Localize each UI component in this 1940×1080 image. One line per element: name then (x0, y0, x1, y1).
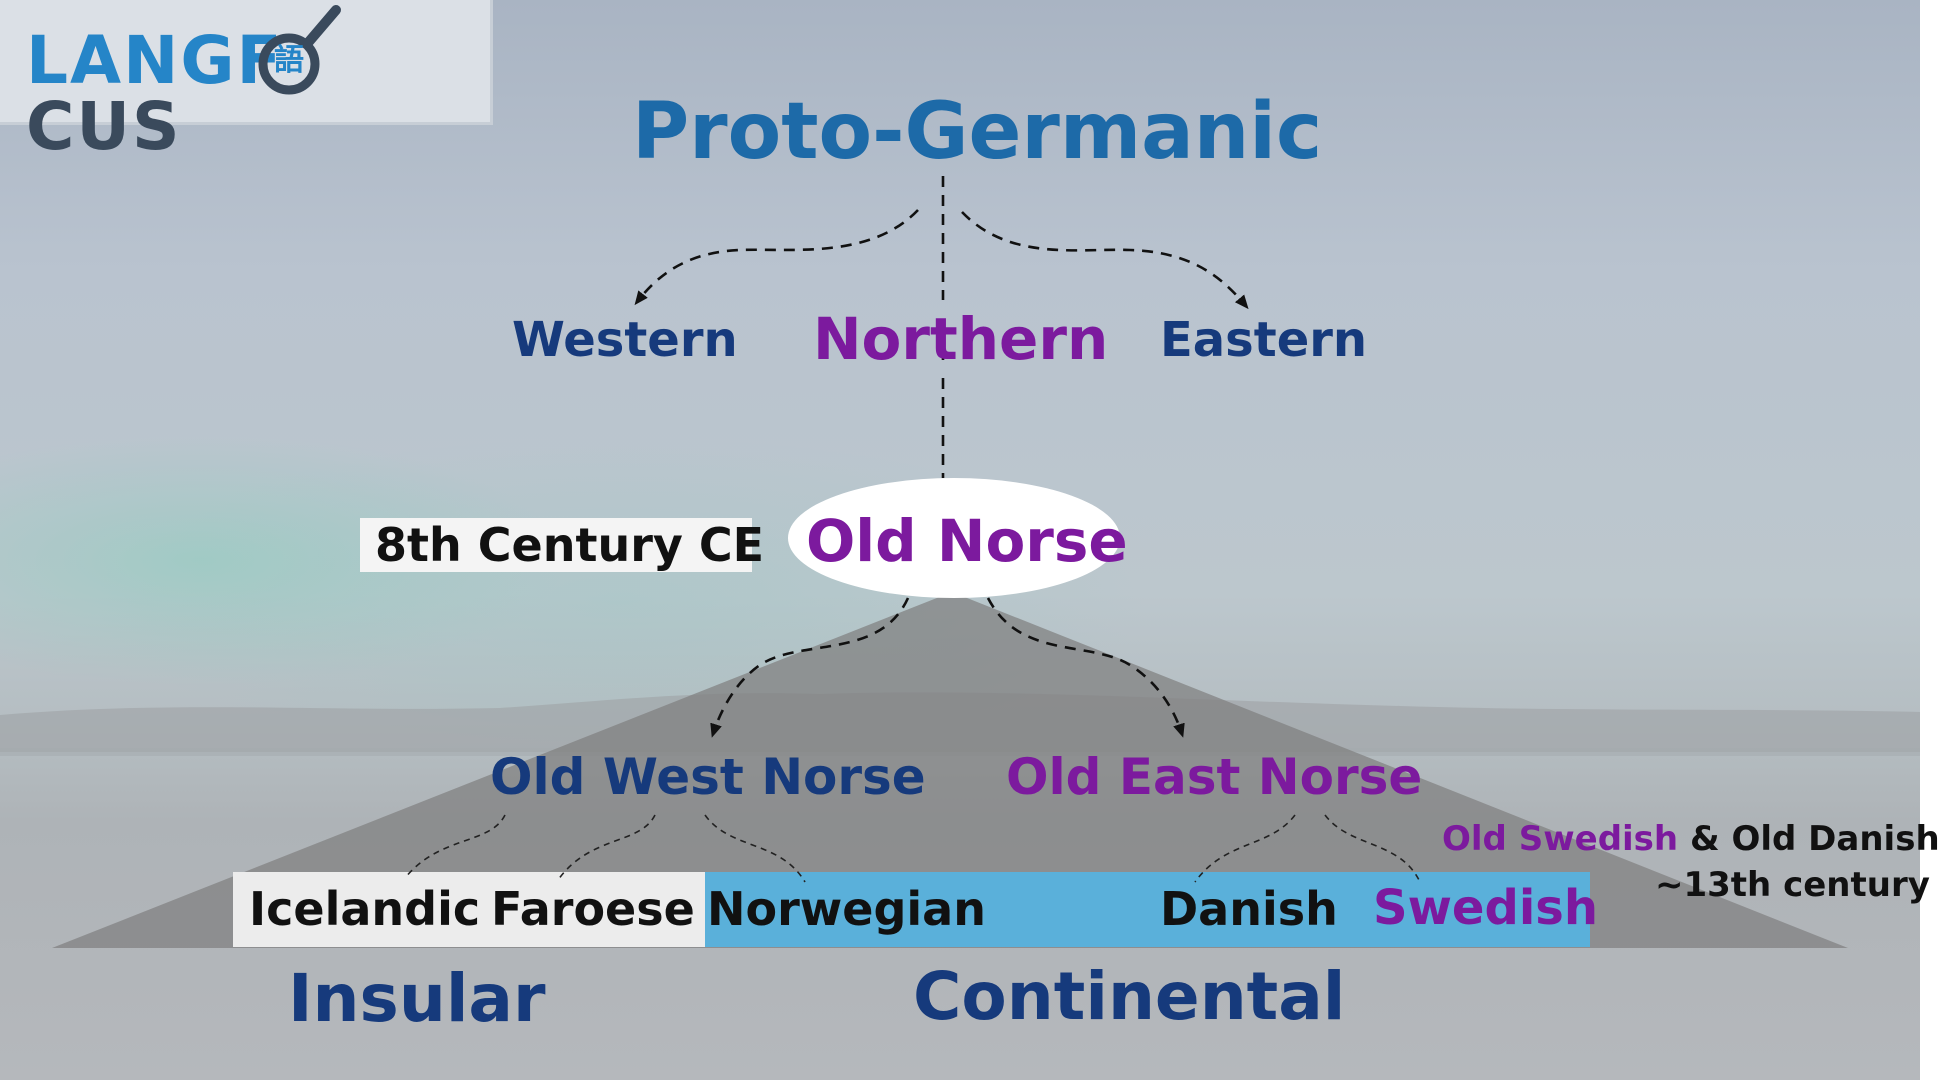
date-label: 8th Century CE (375, 518, 765, 572)
line-to-danish (1194, 814, 1296, 883)
logo-lens-char: 語 (274, 43, 304, 78)
node-old-norse: Old Norse (806, 507, 1128, 575)
logo-wordmark: LANGF CUS (26, 28, 490, 160)
line-to-swedish (1324, 814, 1421, 883)
note-date: ~13th century (1655, 865, 1930, 905)
lang-swedish: Swedish (1373, 880, 1599, 936)
arrow-to-old-west-norse (710, 597, 910, 738)
continental-highlight-bar (705, 872, 1590, 947)
node-eastern: Eastern (1160, 312, 1368, 368)
arrow-to-old-east-norse (986, 597, 1185, 738)
node-northern: Northern (813, 305, 1109, 373)
line-to-norwegian (704, 814, 806, 883)
logo-panel: LANGF CUS 語 (0, 0, 493, 160)
note-old-swedish-danish: Old Swedish & Old Danish (1442, 822, 1940, 856)
lang-faroese: Faroese (491, 882, 695, 936)
old-norse-ellipse (788, 478, 1120, 598)
lang-danish: Danish (1160, 882, 1338, 936)
lang-norwegian: Norwegian (707, 882, 986, 936)
node-old-west-norse: Old West Norse (490, 748, 926, 806)
node-western: Western (512, 312, 738, 368)
line-to-icelandic (404, 814, 506, 879)
note-old-swedish: Old Swedish (1442, 819, 1679, 859)
lang-icelandic: Icelandic (249, 882, 481, 936)
date-chip (360, 518, 752, 572)
node-proto-germanic: Proto-Germanic (632, 87, 1323, 177)
arrow-to-eastern (961, 211, 1249, 310)
line-to-faroese (557, 814, 656, 881)
note-old-danish: & Old Danish (1678, 819, 1940, 859)
node-old-east-norse: Old East Norse (1006, 748, 1423, 806)
group-continental: Continental (913, 958, 1346, 1035)
logo-part-lang: LANG (26, 22, 237, 99)
group-insular: Insular (288, 960, 546, 1037)
magnifier-icon (258, 5, 341, 95)
logo-part-cus: CUS (26, 88, 182, 165)
arrow-to-western (634, 209, 919, 306)
insular-highlight-bar (233, 872, 705, 947)
